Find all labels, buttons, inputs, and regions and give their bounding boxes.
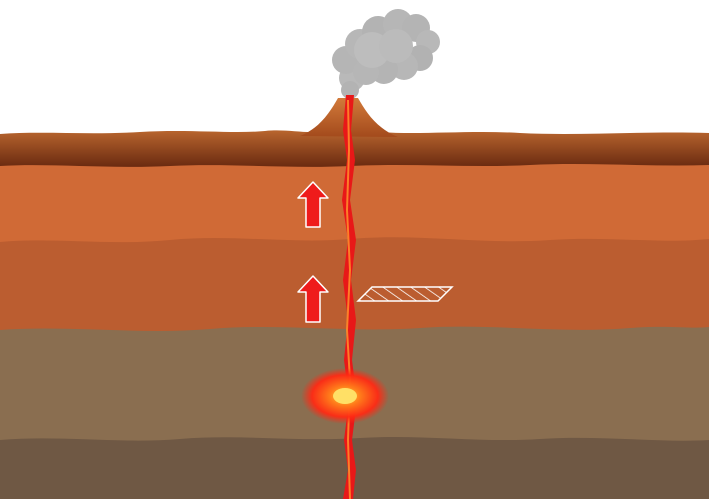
up-arrow	[297, 181, 329, 228]
rock-layer-middle	[0, 235, 709, 331]
rock-layer-upper	[0, 160, 709, 243]
magma-chamber-core	[333, 388, 357, 404]
ground-surface	[0, 130, 709, 167]
fault-plane-marker	[356, 286, 454, 302]
up-arrow	[297, 275, 329, 323]
magma-conduit-core	[345, 99, 352, 499]
smoke-plume	[332, 9, 440, 99]
